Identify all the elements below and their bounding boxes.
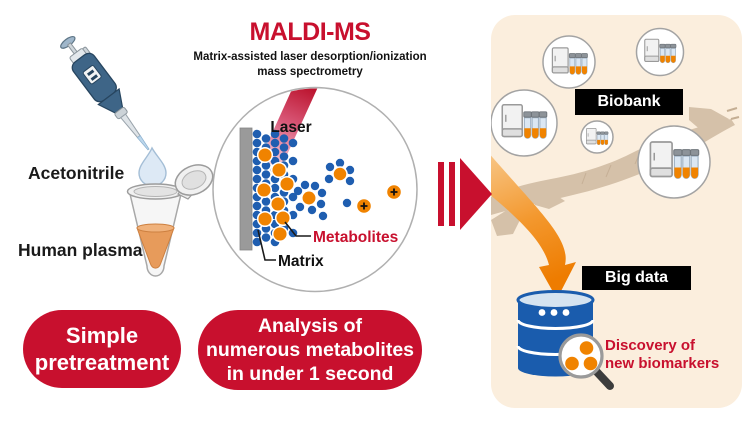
desorbed-cluster [324,158,355,186]
found-biomarkers [565,341,598,371]
biobank-site-circle [491,89,558,157]
matrix-label: Matrix [278,253,324,270]
plus-icon [390,188,398,196]
metabolites-leader-line [284,221,311,237]
discovery-line: new biomarkers [605,355,720,373]
laser-label: Laser [270,119,311,136]
ionized-metabolite [386,183,403,200]
matrix-dot [342,198,352,208]
metabolite-dots [255,146,296,243]
simple-pretreatment-badge: Simple pretreatment [23,310,181,388]
fast-forward-arrow-icon [438,158,492,230]
plasma-tube-icon [126,164,214,277]
maldi-zoom-diagram: Laser Metabolites Matrix [212,86,418,293]
acetonitrile-label: Acetonitrile [28,163,125,183]
metabolites-label: Metabolites [313,229,398,246]
subtitle-line-2: mass spectrometry [257,65,363,78]
page-subtitle: Matrix-assisted laser desorption/ionizat… [140,50,480,80]
biobank-panel: Biobank Big data Discovery of new biomar… [491,15,742,408]
collection-arrow [491,155,576,299]
biobank-site-circle [637,125,711,199]
biobank-site-circle [635,27,685,77]
pipette-icon [60,35,150,151]
matrix-dot [318,211,328,221]
badge-line: numerous metabolites [205,338,415,361]
human-plasma-label: Human plasma [18,240,143,260]
badge-line: Simple [65,322,139,348]
analysis-speed-badge: Analysis of numerous metabolites in unde… [198,310,422,390]
droplet-icon [138,146,167,187]
discovery-text: Discovery of new biomarkers [605,337,735,374]
database-icon [516,290,595,377]
magnifier-icon [558,333,614,390]
biobank-site-circle [580,120,614,154]
sample-prep-art [60,35,214,277]
ionized-metabolite [356,197,373,214]
plasma-fill [136,227,175,269]
discovery-line: Discovery of [605,337,696,354]
desorbed-cluster [293,180,327,215]
badge-line: pretreatment [34,350,170,375]
plus-icon [360,202,368,210]
subtitle-line-1: Matrix-assisted laser desorption/ionizat… [193,51,427,63]
matrix-leader-line [257,229,276,261]
badge-line: in under 1 second [226,363,394,386]
biobank-site-circle [542,35,596,89]
bigdata-tag: Big data [582,266,691,290]
biobank-panel-art [491,27,740,390]
database-dots [538,309,570,316]
page-title: MALDI-MS [249,18,371,46]
badge-line: Analysis of [257,314,363,337]
biobank-tag: Biobank [575,89,683,115]
matrix-plate [239,127,253,251]
tube-lid [174,164,214,196]
